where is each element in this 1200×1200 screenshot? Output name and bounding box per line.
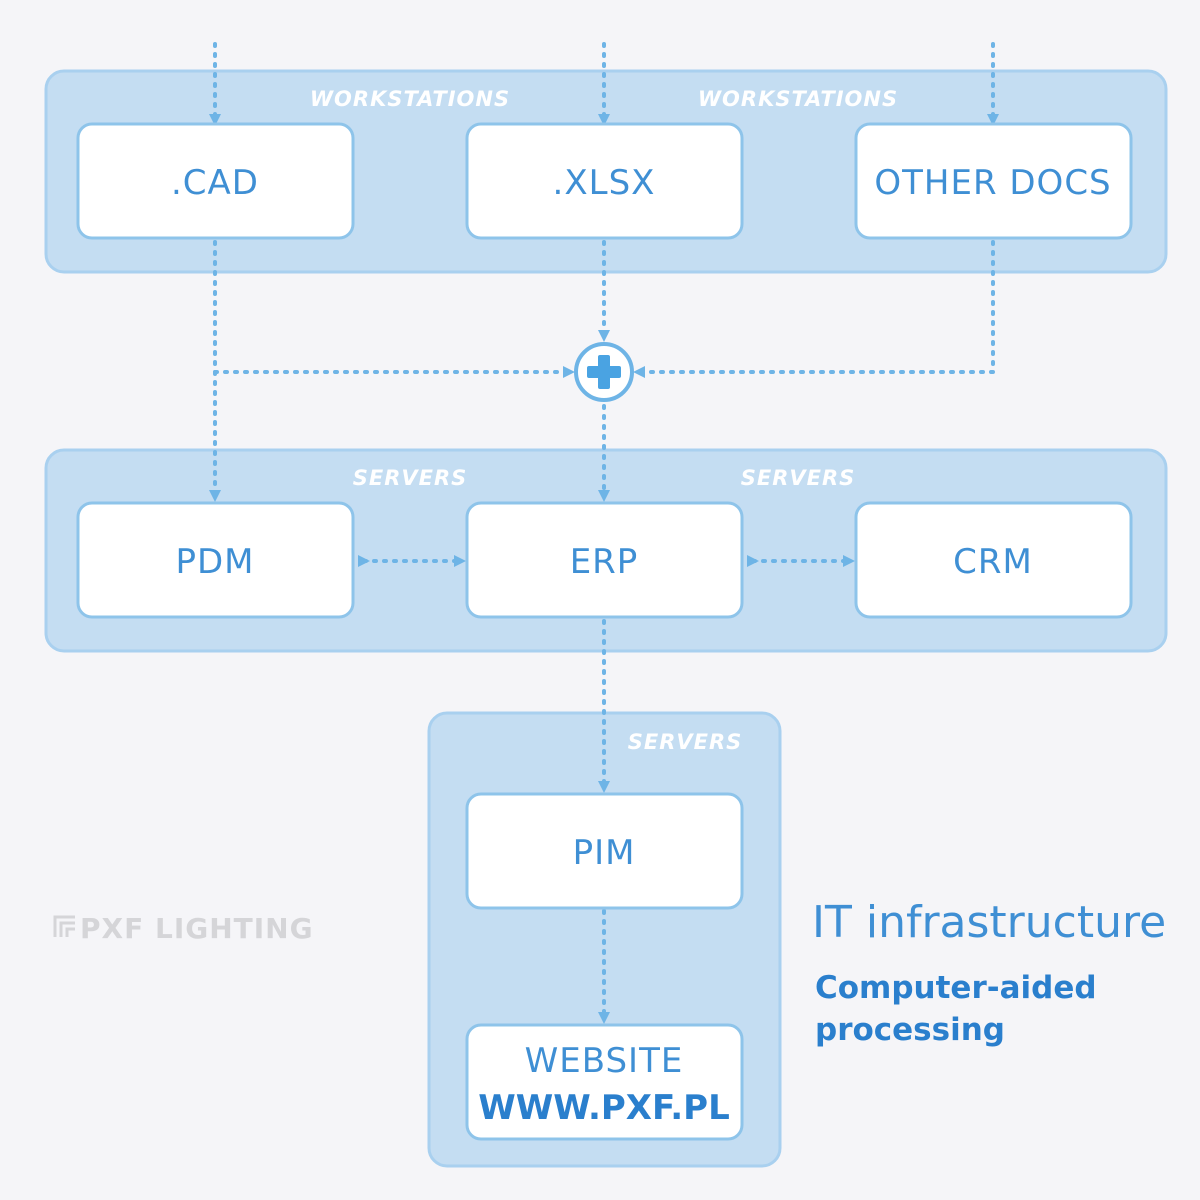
node-pdm: PDM [76, 501, 355, 619]
merge-plus-icon [574, 342, 634, 402]
servers-label-left: SERVERS [353, 466, 468, 490]
node-pdm-label: PDM [175, 542, 254, 582]
node-other-docs-label: OTHER DOCS [874, 163, 1111, 203]
node-xlsx: .XLSX [465, 122, 744, 240]
servers-label-right: SERVERS [741, 466, 856, 490]
flow-other-join [633, 240, 995, 378]
diagram-subtitle-line1: Computer-aided [815, 970, 1097, 1006]
diagram-subtitle-line2: processing [815, 1012, 1005, 1048]
node-erp-label: ERP [570, 542, 639, 582]
node-cad-label: .CAD [171, 163, 259, 203]
workstations-label-left: WORKSTATIONS [310, 87, 510, 111]
node-erp: ERP [465, 501, 744, 619]
pxf-logo: PXF LIGHTING [53, 912, 314, 945]
node-cad: .CAD [76, 122, 355, 240]
node-website-url: WWW.PXF.PL [478, 1088, 730, 1128]
web-servers-label: SERVERS [628, 730, 743, 754]
node-other-docs: OTHER DOCS [854, 122, 1133, 240]
workstations-label-right: WORKSTATIONS [698, 87, 898, 111]
logo-text: PXF LIGHTING [80, 912, 314, 945]
node-xlsx-label: .XLSX [553, 163, 656, 203]
node-website-title: WEBSITE [525, 1041, 684, 1081]
diagram-title: IT infrastructure [812, 897, 1166, 948]
node-website: WEBSITE WWW.PXF.PL [465, 1023, 744, 1141]
node-crm-label: CRM [953, 542, 1033, 582]
node-crm: CRM [854, 501, 1133, 619]
flow-connectors [209, 42, 999, 1024]
node-pim: PIM [465, 792, 744, 910]
node-pim-label: PIM [573, 833, 636, 873]
